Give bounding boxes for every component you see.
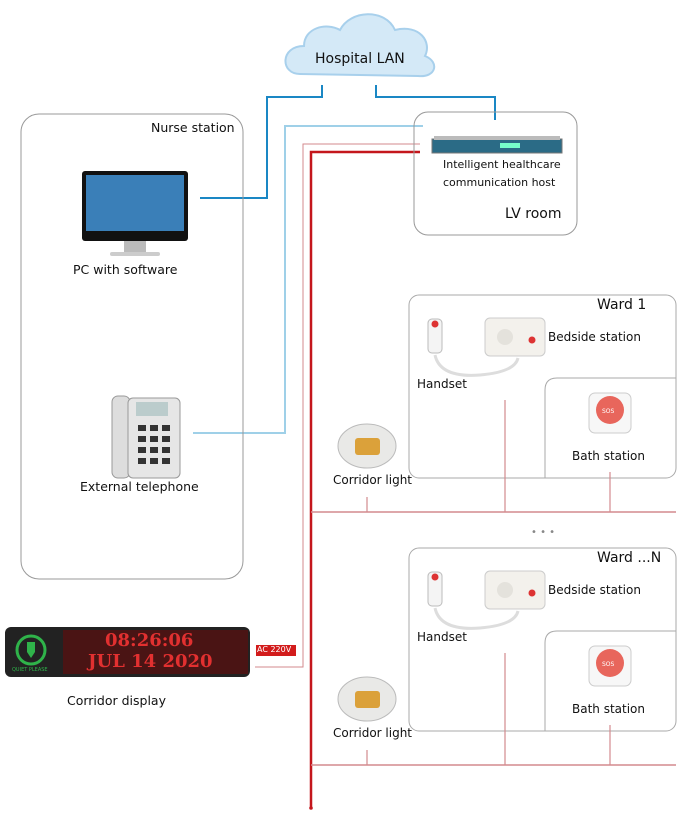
nurse-station-box xyxy=(20,113,244,580)
ward-bedside-label: Bedside station xyxy=(548,583,641,597)
cloud-label: Hospital LAN xyxy=(315,51,405,67)
lv-room-box xyxy=(413,111,578,236)
ac-220v-badge xyxy=(256,645,296,656)
ward-bath-label: Bath station xyxy=(572,449,646,463)
ac-220v-label: AC 220V xyxy=(257,645,292,654)
bath-sos-text: SOS xyxy=(602,408,615,415)
host-device-icon xyxy=(431,136,563,154)
ward-box xyxy=(408,294,677,479)
display-line xyxy=(255,143,420,668)
corridor-display-label: Corridor display xyxy=(67,693,166,708)
bath-station-icon xyxy=(588,645,632,687)
cloud-icon xyxy=(284,13,436,78)
phone-line xyxy=(193,125,423,434)
ellipsis: • • • xyxy=(531,527,556,538)
corridor-light-icon xyxy=(337,676,397,722)
pc-monitor-icon xyxy=(82,171,188,256)
corridor-display-icon xyxy=(5,627,250,677)
ward-2 xyxy=(311,547,677,766)
bedside-station-icon xyxy=(484,317,546,357)
lan-line-pc xyxy=(200,85,323,199)
corridor-light-icon xyxy=(337,423,397,469)
ward-bath-label: Bath station xyxy=(572,702,646,716)
phone-label: External telephone xyxy=(80,479,199,494)
handset-icon xyxy=(427,318,520,377)
ward-1 xyxy=(311,294,677,513)
pc-label: PC with software xyxy=(73,262,178,277)
ward-corridor-light-label: Corridor light xyxy=(333,473,413,487)
lan-line-host xyxy=(375,85,496,120)
display-date: JUL 14 2020 xyxy=(88,651,213,672)
bath-room-box xyxy=(544,377,676,478)
power-bus-line xyxy=(309,150,420,808)
ward-title-label: Ward ...N xyxy=(597,550,662,566)
handset-icon xyxy=(427,571,520,630)
host-label-1: Intelligent healthcare xyxy=(443,158,561,171)
ward-title-label: Ward 1 xyxy=(597,297,647,313)
display-time: 08:26:06 xyxy=(105,630,194,651)
host-label-2: communication host xyxy=(443,176,556,189)
bath-sos-text: SOS xyxy=(602,661,615,668)
bath-room-box xyxy=(544,630,676,731)
ward-box xyxy=(408,547,677,732)
bedside-station-icon xyxy=(484,570,546,610)
nurse-station-title: Nurse station xyxy=(151,120,235,135)
lv-room-title: LV room xyxy=(505,206,562,222)
ward-bedside-label: Bedside station xyxy=(548,330,641,344)
ward-corridor-light-label: Corridor light xyxy=(333,726,413,740)
display-logo-text: QUIET PLEASE xyxy=(12,667,48,673)
ward-handset-label: Handset xyxy=(417,377,467,391)
telephone-icon xyxy=(111,395,181,479)
bath-station-icon xyxy=(588,392,632,434)
ward-handset-label: Handset xyxy=(417,630,467,644)
